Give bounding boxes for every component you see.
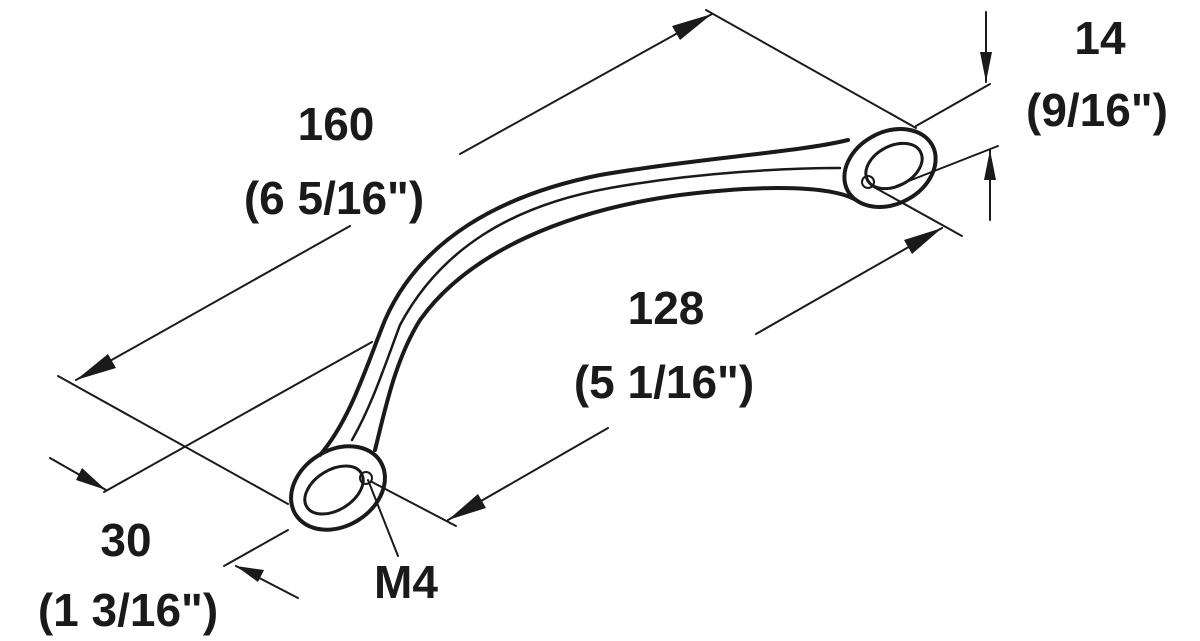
overall-length-imperial: (6 5/16") <box>244 172 424 224</box>
projection-imperial: (1 3/16") <box>38 584 218 636</box>
grip-ridge <box>350 166 842 442</box>
hole-spacing-metric: 128 <box>628 282 705 334</box>
thread-leader <box>367 479 399 557</box>
right-foot-outer <box>842 127 938 209</box>
hole-spacing-imperial: (5 1/16") <box>574 356 754 408</box>
grip-lower-edge <box>373 186 858 452</box>
dimension-projection <box>49 341 373 599</box>
dimension-overall-length <box>57 9 917 505</box>
left-screw-hole <box>359 471 373 485</box>
width-metric: 14 <box>1074 12 1126 64</box>
dimension-hole-spacing <box>371 185 963 527</box>
left-foot-outer <box>289 444 387 532</box>
width-imperial: (9/16") <box>1026 84 1168 136</box>
thread-label: M4 <box>374 556 438 608</box>
handle-body <box>289 127 938 532</box>
right-screw-hole <box>861 175 875 189</box>
grip-upper-edge <box>318 138 850 457</box>
overall-length-metric: 160 <box>298 98 375 150</box>
dimension-width <box>895 11 999 221</box>
projection-metric: 30 <box>100 514 151 566</box>
